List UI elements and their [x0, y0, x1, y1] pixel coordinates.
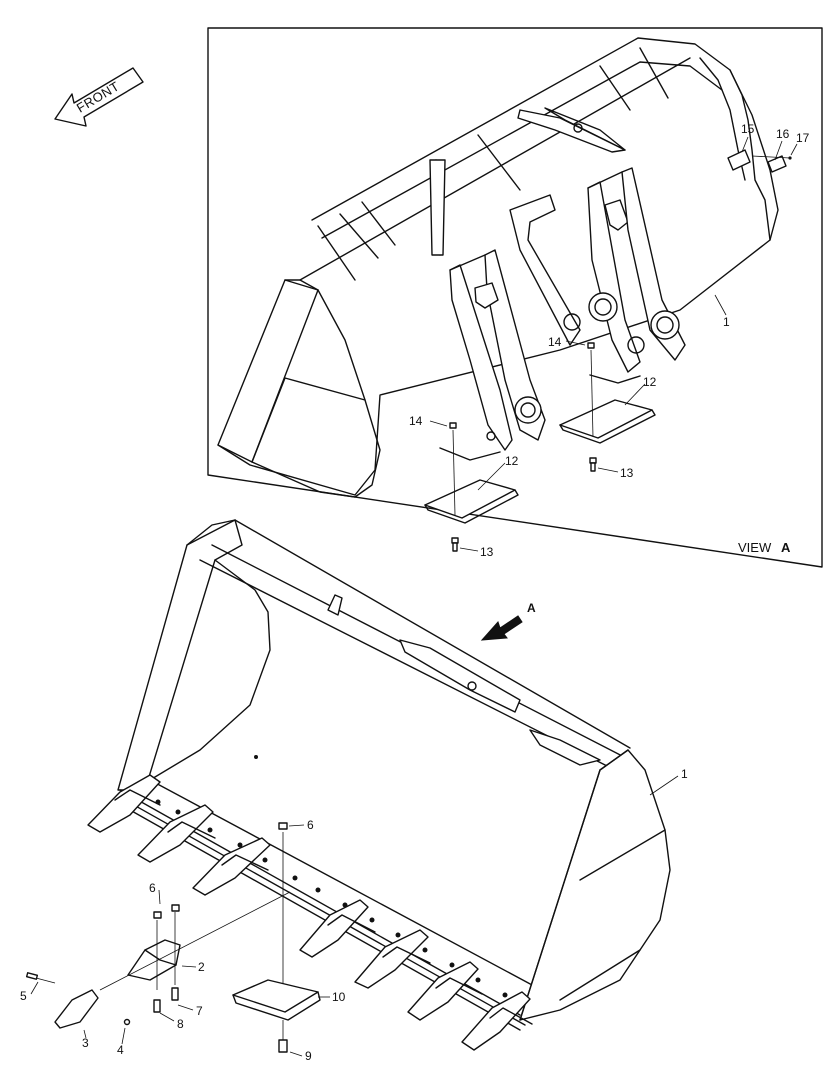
callout-12-right: 12: [643, 375, 657, 389]
callout-9: 9: [305, 1049, 312, 1063]
callout-16: 16: [776, 127, 790, 141]
callout-7: 7: [196, 1004, 203, 1018]
tooth-1: [87, 774, 161, 833]
tooth-4: [299, 899, 369, 958]
callout-3: 3: [82, 1036, 89, 1050]
tooth-2: [137, 804, 214, 863]
front-label: FRONT: [74, 78, 122, 115]
callout-15: 15: [741, 122, 755, 136]
bolt-part-9: [278, 1039, 288, 1053]
callout-6-b: 6: [149, 881, 156, 895]
view-a-panel: 1 14 14 12 12 13 13 15 16 17 VIEW A: [207, 27, 823, 568]
callout-1-main: 1: [681, 767, 688, 781]
pin-part-5: [25, 972, 39, 980]
callout-5: 5: [20, 989, 27, 1003]
view-arrow-letter: A: [527, 601, 536, 615]
view-letter: A: [781, 540, 791, 555]
view-a-leaders: [429, 136, 798, 552]
callout-14-left: 14: [409, 414, 423, 428]
callout-12-left: 12: [505, 454, 519, 468]
callout-8: 8: [177, 1017, 184, 1031]
view-a-fasteners: [449, 342, 597, 552]
tooth-part-3: [54, 989, 99, 1029]
callout-14-right: 14: [548, 335, 562, 349]
view-a-mounting-ears: [449, 167, 686, 451]
callout-13-right: 13: [620, 466, 634, 480]
callout-13-left: 13: [480, 545, 494, 559]
callout-4: 4: [117, 1043, 124, 1057]
view-a-direction-arrow: A: [480, 601, 536, 641]
wear-pad-assembly: [232, 822, 321, 1053]
view-a-items-15-17: [727, 149, 792, 173]
callout-1-view: 1: [723, 315, 730, 329]
callout-17: 17: [796, 131, 810, 145]
retainer-part-4: [123, 1018, 131, 1026]
tooth-3: [192, 837, 271, 896]
adapter-part-2: [127, 939, 181, 981]
callout-10: 10: [332, 990, 346, 1004]
wear-pad-part-10: [232, 979, 319, 1013]
view-label: VIEW: [738, 540, 772, 555]
main-leaders: [30, 775, 679, 1057]
tooth-7: [461, 991, 531, 1051]
callout-6-a: 6: [307, 818, 314, 832]
view-a-frame: [207, 27, 823, 568]
tooth-5: [354, 929, 429, 989]
bucket-teeth: [87, 774, 533, 1051]
tooth-6: [407, 961, 479, 1021]
view-a-bucket: [217, 37, 779, 498]
callout-2: 2: [198, 960, 205, 974]
front-arrow: FRONT: [54, 67, 144, 127]
view-a-wear-pads: [424, 374, 656, 524]
exploded-tooth-assembly: [25, 891, 291, 1029]
